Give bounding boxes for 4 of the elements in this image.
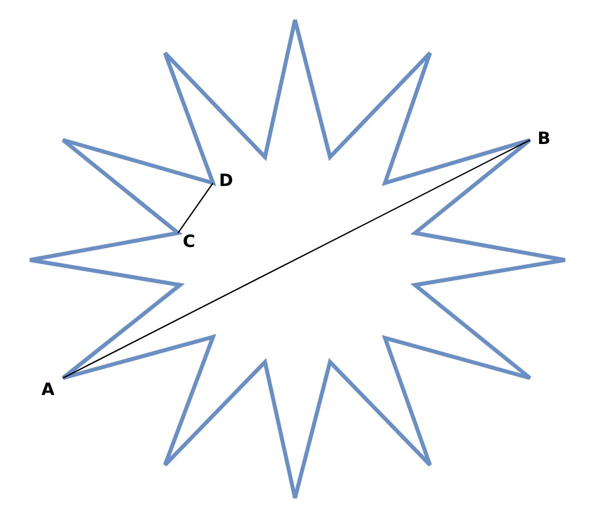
- point-label: C: [179, 232, 199, 252]
- point-label: A: [34, 379, 62, 401]
- point-label: B: [531, 128, 557, 150]
- point-label: D: [214, 170, 238, 192]
